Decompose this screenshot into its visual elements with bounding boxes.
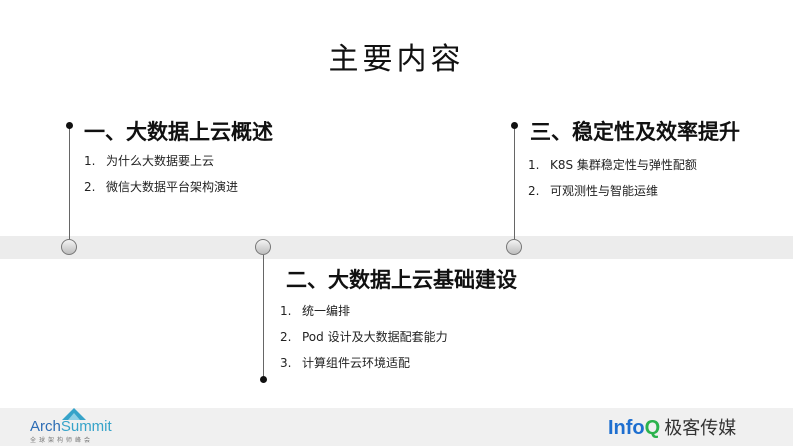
section-list: 1.为什么大数据要上云 2.微信大数据平台架构演进 xyxy=(84,148,238,200)
section-title: 三、稳定性及效率提升 xyxy=(530,120,740,144)
footer-bar xyxy=(0,408,793,446)
timeline-node xyxy=(506,239,522,255)
timeline-node xyxy=(255,239,271,255)
mountain-icon xyxy=(62,408,86,420)
section-list: 1.K8S 集群稳定性与弹性配额 2.可观测性与智能运维 xyxy=(528,152,697,204)
list-item: 2.可观测性与智能运维 xyxy=(528,184,659,198)
timeline-connector xyxy=(69,126,70,240)
timeline-connector xyxy=(514,126,515,240)
list-item: 2.微信大数据平台架构演进 xyxy=(84,180,239,194)
timeline-dot xyxy=(511,122,518,129)
section-list: 1.统一编排 2.Pod 设计及大数据配套能力 3.计算组件云环境适配 xyxy=(280,298,448,376)
list-item: 1.统一编排 xyxy=(280,304,351,318)
section-title: 二、大数据上云基础建设 xyxy=(286,268,517,292)
timeline-node xyxy=(61,239,77,255)
timeline-band xyxy=(0,236,793,259)
page-title: 主要内容 xyxy=(328,42,465,77)
timeline-dot xyxy=(66,122,73,129)
list-item: 1.K8S 集群稳定性与弹性配额 xyxy=(528,158,697,172)
list-item: 1.为什么大数据要上云 xyxy=(84,154,215,168)
list-item: 2.Pod 设计及大数据配套能力 xyxy=(280,330,448,344)
archsummit-logo: ArchSummit 全球架构师峰会 xyxy=(30,408,112,444)
timeline-dot xyxy=(260,376,267,383)
section-title: 一、大数据上云概述 xyxy=(84,120,273,144)
timeline-connector xyxy=(263,255,264,379)
list-item: 3.计算组件云环境适配 xyxy=(280,356,411,370)
